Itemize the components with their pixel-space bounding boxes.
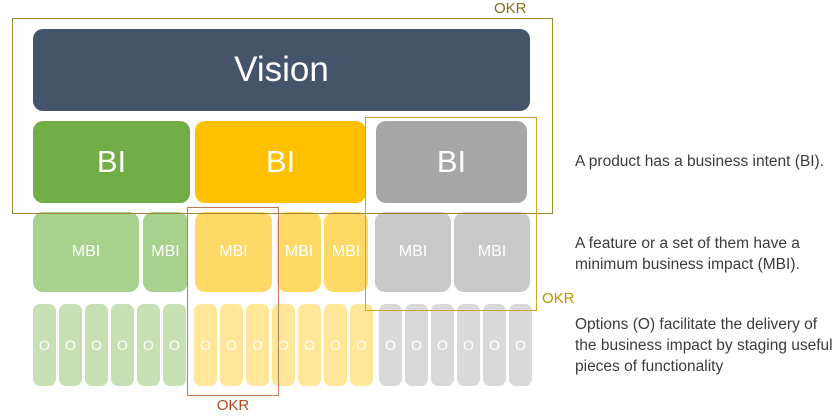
o-box-gray: O [509,304,532,386]
annotation-mbi-line: minimum business impact (MBI). [575,256,800,273]
o-box-gray: O [379,304,402,386]
bi-box-green: BI [33,121,190,203]
vision-box: Vision [33,29,530,111]
o-box-yellow: O [220,304,243,386]
o-box-yellow: O [298,304,321,386]
o-box-green: O [137,304,160,386]
annotation-options: Options (O) facilitate the delivery of t… [575,314,840,377]
o-box-gray: O [457,304,480,386]
o-box-yellow: O [194,304,217,386]
o-box-yellow: O [246,304,269,386]
o-box-gray: O [405,304,428,386]
mbi-box: MBI [375,212,451,292]
annotation-options-line: the business impact by staging useful [575,337,833,354]
o-box-yellow: O [272,304,295,386]
annotation-mbi-line: A feature or a set of them have a [575,235,800,252]
mbi-box: MBI [33,212,139,292]
okr-label-1: OKR [494,0,527,17]
o-box-green: O [85,304,108,386]
bi-box-yellow: BI [195,121,366,203]
o-box-gray: O [431,304,454,386]
okr-label-2: OKR [542,290,575,307]
o-box-green: O [59,304,82,386]
mbi-box: MBI [454,212,530,292]
o-box-gray: O [483,304,506,386]
annotation-mbi: A feature or a set of them have a minimu… [575,233,840,275]
annotation-options-line: pieces of functionality [575,358,724,375]
mbi-box: MBI [277,212,321,292]
o-box-green: O [33,304,56,386]
o-box-yellow: O [350,304,373,386]
o-box-green: O [163,304,186,386]
o-box-green: O [111,304,134,386]
o-box-yellow: O [324,304,347,386]
annotation-options-line: Options (O) facilitate the delivery of [575,316,818,333]
bi-box-gray: BI [376,121,527,203]
mbi-box: MBI [324,212,368,292]
okr-label-3: OKR [216,397,250,414]
annotation-bi-line: A product has a business intent (BI). [575,153,824,170]
mbi-box: MBI [195,212,272,292]
mbi-box: MBI [143,212,188,292]
annotation-bi: A product has a business intent (BI). [575,151,840,172]
